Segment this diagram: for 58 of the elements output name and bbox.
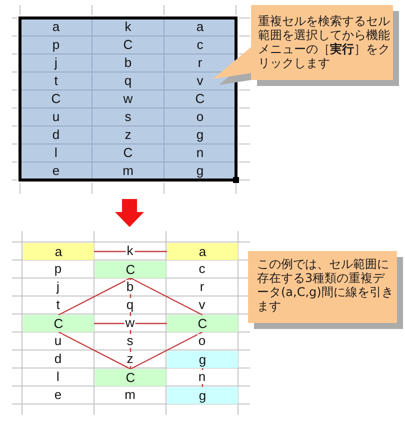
highlighted-cell: C: [23, 315, 94, 332]
letter: C: [194, 92, 206, 106]
letter: a: [195, 20, 205, 34]
letter: b: [125, 280, 135, 294]
letter: a: [51, 20, 61, 34]
highlighted-cell: C: [95, 261, 166, 278]
connector-line: [58, 331, 131, 370]
letter: t: [53, 74, 59, 88]
connector-line: [94, 322, 167, 324]
letter: n: [195, 146, 205, 160]
letter: z: [126, 352, 134, 366]
highlighted-cell: C: [95, 369, 166, 386]
letter: m: [122, 164, 134, 178]
letter: o: [197, 334, 207, 348]
letter: d: [53, 352, 63, 366]
letter: p: [51, 38, 61, 52]
letter: q: [123, 74, 133, 88]
letter: s: [124, 110, 132, 124]
highlighted-cell: g: [167, 351, 238, 368]
letter: g: [195, 128, 205, 142]
highlighted-cell: C: [167, 315, 238, 332]
letter: j: [56, 280, 60, 294]
letter: u: [53, 334, 63, 348]
letter: v: [196, 74, 204, 88]
letter: e: [51, 164, 61, 178]
connector-line: [94, 250, 167, 252]
connector-line: [58, 277, 131, 316]
letter: u: [51, 110, 61, 124]
letter: n: [197, 370, 207, 384]
letter: C: [122, 146, 134, 160]
letter: l: [54, 146, 58, 160]
letter: q: [125, 298, 135, 312]
letter: k: [124, 20, 132, 34]
letter: d: [51, 128, 61, 142]
letter: o: [195, 110, 205, 124]
note-callout: [248, 251, 403, 329]
letter: C: [50, 92, 62, 106]
letter: b: [123, 56, 133, 70]
letter: w: [122, 92, 134, 106]
connector-line: [130, 277, 203, 316]
letter: l: [56, 370, 60, 384]
connector-line: [130, 331, 203, 370]
letter: g: [195, 164, 205, 178]
highlighted-cell: a: [167, 243, 238, 260]
highlighted-cell: g: [167, 387, 238, 404]
letter: c: [196, 38, 204, 52]
speech-callout: [213, 5, 399, 86]
letter: t: [55, 298, 61, 312]
callout-text: この例では、セル範囲に存在する3種類の重複データ(a,C,g)間に線を引きます: [257, 257, 394, 313]
letter: C: [122, 38, 134, 52]
callout-text: 重複セルを検索するセル範囲を選択してから機能メニューの［実行］をクリックします: [258, 14, 390, 70]
letter: k: [126, 244, 134, 258]
letter: r: [196, 56, 204, 70]
letter: s: [126, 334, 134, 348]
highlighted-cell: a: [23, 243, 94, 260]
letter: w: [124, 316, 136, 330]
letter: j: [54, 56, 58, 70]
letter: z: [124, 128, 132, 142]
